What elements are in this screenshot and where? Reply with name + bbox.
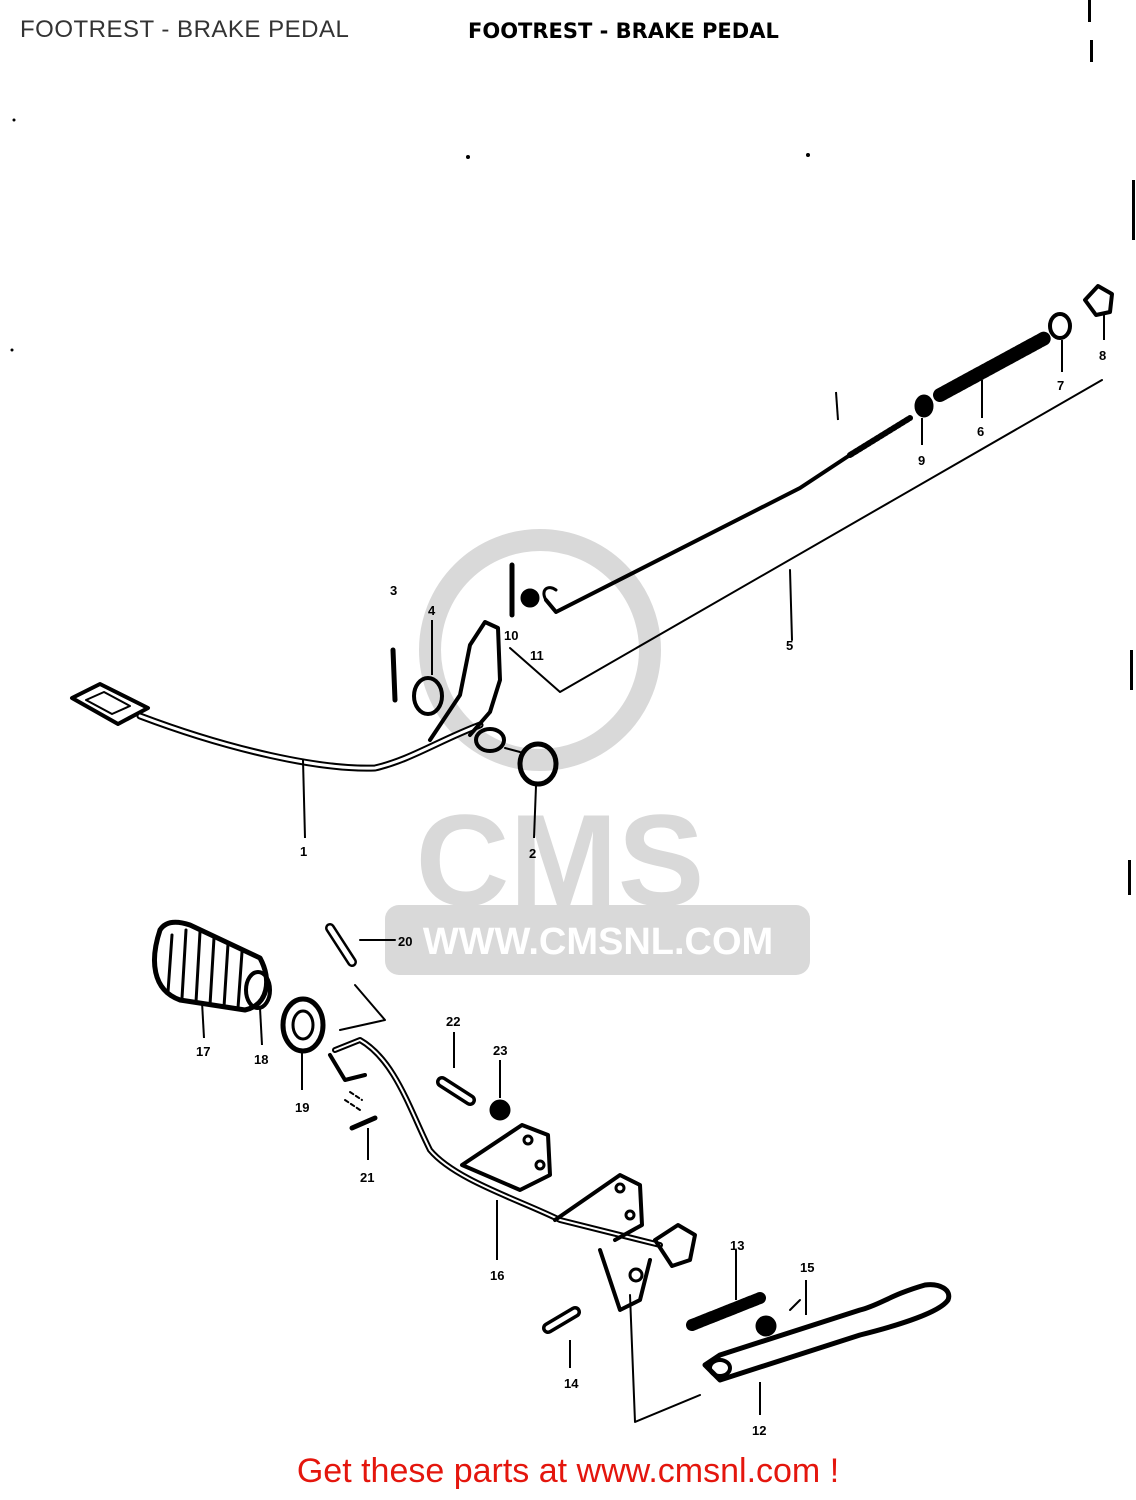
footer-parts-link[interactable]: Get these parts at www.cmsnl.com ! (296, 1452, 840, 1490)
watermark-url: WWW.CMSNL.COM (423, 921, 773, 963)
callout-numbers: 1 2 3 4 5 6 7 8 9 10 11 12 13 14 15 16 1… (196, 348, 1106, 1438)
spring-part-13 (686, 1292, 766, 1331)
joint-part-9 (914, 394, 934, 418)
callout-4: 4 (428, 603, 436, 618)
footrest-assembly (152, 919, 952, 1423)
bolt-part-3 (390, 647, 398, 703)
watermark-logo-icon (419, 529, 661, 771)
brake-rod (544, 453, 852, 614)
callout-20: 20 (398, 934, 412, 949)
callout-14: 14 (564, 1376, 579, 1391)
callout-8: 8 (1099, 348, 1106, 363)
spring-part-6 (933, 331, 1052, 402)
diagram-title: FOOTREST - BRAKE PEDAL (468, 19, 779, 43)
callout-3: 3 (390, 583, 397, 598)
callout-leaders (201, 315, 1105, 1415)
nut-part-8 (1083, 284, 1114, 317)
mounting-plate-left (460, 1123, 552, 1192)
washer-part-7 (1048, 312, 1072, 340)
pedal-pivot-bracket (428, 620, 502, 742)
page-title: FOOTREST - BRAKE PEDAL (20, 16, 350, 43)
callout-12: 12 (752, 1423, 766, 1438)
nut-part-11 (520, 588, 540, 608)
callout-9: 9 (918, 453, 925, 468)
callout-11: 11 (530, 648, 544, 663)
callout-10: 10 (504, 628, 518, 643)
callout-18: 18 (254, 1052, 268, 1067)
nut-part-23 (489, 1099, 511, 1121)
scan-specks (10, 0, 1135, 895)
washer-part-15 (755, 1315, 777, 1337)
footer-cta: Get these parts at www.cmsnl.com ! (0, 1452, 1136, 1491)
callout-1: 1 (300, 844, 307, 859)
brake-pedal-pad (70, 682, 150, 726)
callout-22: 22 (446, 1014, 460, 1029)
callout-2: 2 (529, 846, 536, 861)
callout-7: 7 (1057, 378, 1064, 393)
callout-13: 13 (730, 1238, 744, 1253)
side-stand-part-12 (702, 1282, 952, 1383)
callout-21: 21 (360, 1170, 374, 1185)
callout-17: 17 (196, 1044, 210, 1059)
split-pin-part-21 (349, 1115, 378, 1131)
washer-part-4 (412, 676, 444, 716)
callout-19: 19 (295, 1100, 309, 1115)
brake-pedal-assembly (70, 284, 1114, 787)
callout-5: 5 (786, 638, 793, 653)
footrest-rubber-part-17 (152, 919, 270, 1013)
callout-6: 6 (977, 424, 984, 439)
washer-part-19 (280, 996, 326, 1054)
circlip-part-2 (517, 741, 559, 787)
mounting-plate-right (553, 1173, 644, 1242)
watermark: CMS WWW.CMSNL.COM (385, 529, 810, 975)
callout-23: 23 (493, 1043, 507, 1058)
stand-pivot-bracket (653, 1223, 697, 1268)
watermark-url-band (385, 905, 810, 975)
callout-15: 15 (800, 1260, 814, 1275)
brake-pedal-arm (136, 712, 484, 772)
callout-16: 16 (490, 1268, 504, 1283)
